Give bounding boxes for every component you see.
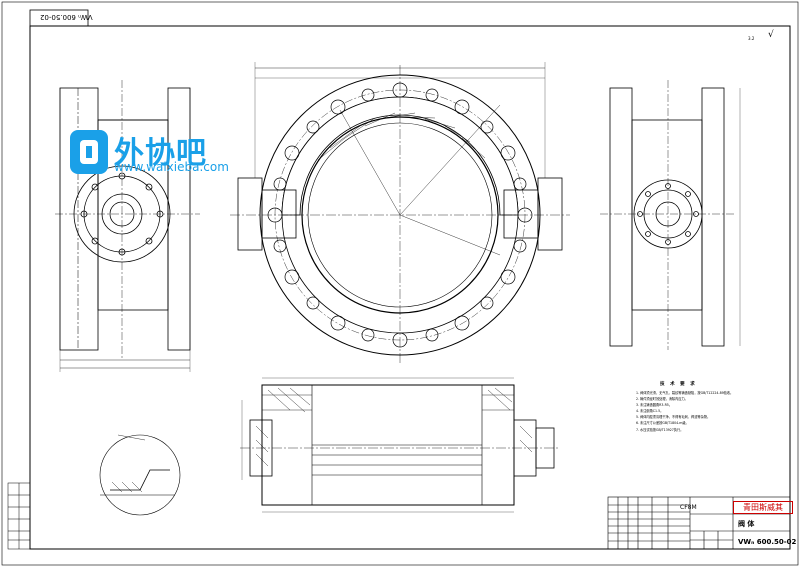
roughness-symbol: √ <box>768 30 774 40</box>
section-view <box>240 377 560 513</box>
note-item: 6. 未注尺寸公差按GB/T1804-m级。 <box>636 421 689 426</box>
note-item: 3. 未注铸造圆角R3-R5。 <box>636 403 673 408</box>
part-name: 阀 体 <box>738 520 755 528</box>
drawing-number: VWₙ 600.50-02 <box>738 538 797 546</box>
watermark-logo-icon <box>70 130 108 174</box>
drawing-number-top: VWₙ 600.50-02 <box>40 13 93 21</box>
inner-frame <box>29 25 791 550</box>
material-label: CF8M <box>680 504 697 511</box>
title-block <box>607 496 791 550</box>
watermark-url: www.waixieba.com <box>114 160 229 174</box>
notes-title: 技 术 要 求 <box>660 382 697 387</box>
note-item: 5. 阀体内腔须清理干净，不得有毛刺、焊渣等杂物。 <box>636 415 711 420</box>
note-item: 2. 铸件须经时效处理，消除内应力。 <box>636 397 688 402</box>
detail-view <box>99 434 181 516</box>
right-side-view <box>600 80 741 350</box>
company-stamp: 青田斯威其 <box>733 501 793 514</box>
revision-strip <box>7 482 31 550</box>
drawing-no-box-top <box>29 9 89 27</box>
front-view <box>230 62 570 365</box>
roughness-reference: 3.2 <box>748 36 755 41</box>
left-side-view <box>55 80 200 372</box>
technical-notes: 1. 阀体须光滑，无气孔、裂纹等铸造缺陷，按GB/T12224-89验收。 2.… <box>636 390 786 433</box>
note-item: 7. 水压试验按GB/T13927执行。 <box>636 427 684 432</box>
note-item: 1. 阀体须光滑，无气孔、裂纹等铸造缺陷，按GB/T12224-89验收。 <box>636 391 734 395</box>
note-item: 4. 未注倒角C1.5。 <box>636 409 664 414</box>
watermark-brand: 外协吧 <box>114 136 207 171</box>
